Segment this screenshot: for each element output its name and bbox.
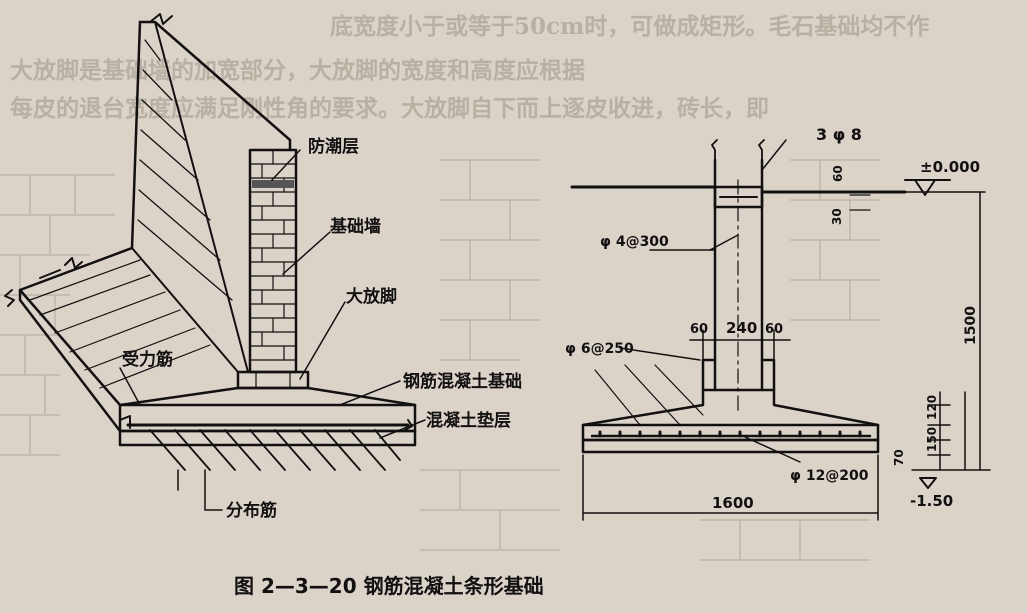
dim-footing-slope: 120 — [925, 395, 939, 420]
dim-base-width: 1600 — [712, 494, 754, 512]
bg-text-line3: 每皮的退台宽度应满足刚性角的要求。大放脚自下而上逐皮收进，砖长，即 — [10, 95, 769, 122]
section-view — [570, 139, 991, 521]
bg-text-line2: 大放脚是基础墙的加宽部分，大放脚的宽度和高度应根据 — [10, 57, 585, 84]
dim-cushion: 70 — [892, 449, 906, 466]
label-elevation-top: ±0.000 — [920, 158, 980, 176]
isometric-view — [4, 13, 426, 511]
dim-beam-height: 60 — [831, 165, 845, 182]
concrete-cushion — [118, 429, 417, 447]
label-distribution-rebar: 分布筋 — [226, 500, 277, 521]
section-cushion — [581, 438, 880, 454]
label-elevation-bottom: -1.50 — [910, 492, 953, 510]
section-footing — [581, 423, 880, 442]
moisture-layer-band — [252, 180, 294, 188]
dim-beam-offset: 30 — [830, 208, 844, 225]
label-moisture-layer: 防潮层 — [308, 136, 359, 157]
footing-step — [236, 370, 310, 390]
label-stirrup: φ 4@300 — [600, 234, 669, 250]
dim-wall-width: 240 — [726, 319, 757, 337]
section-labels: 3 φ 8 ±0.000 φ 4@300 φ 6@250 φ 12@200 -1… — [565, 125, 980, 512]
background-brick-pattern — [0, 159, 880, 561]
rc-footing — [118, 403, 417, 433]
label-main-rebar: 受力筋 — [122, 349, 173, 370]
label-rc-foundation: 钢筋混凝土基础 — [403, 371, 522, 392]
label-foundation-wall: 基础墙 — [329, 216, 381, 237]
label-main-rebar-spec: φ 12@200 — [790, 468, 869, 484]
figure-caption: 图 2—3—20 钢筋混凝土条形基础 — [234, 574, 544, 598]
label-concrete-cushion: 混凝土垫层 — [426, 410, 511, 431]
dim-footing-edge: 150 — [925, 427, 939, 452]
label-ring-beam-rebar: 3 φ 8 — [816, 125, 862, 144]
dim-depth: 1500 — [963, 306, 979, 345]
ground-beam — [713, 185, 764, 209]
bg-text-line1: 底宽度小于或等于50cm时，可做成矩形。毛石基础均不作 — [330, 13, 929, 40]
dim-right-offset: 60 — [765, 322, 783, 337]
dim-left-offset: 60 — [690, 322, 708, 337]
label-dist-rebar: φ 6@250 — [565, 341, 634, 357]
isometric-labels: 防潮层 基础墙 大放脚 受力筋 钢筋混凝土基础 混凝土垫层 分布筋 — [122, 136, 522, 521]
label-footing-step: 大放脚 — [346, 286, 397, 307]
